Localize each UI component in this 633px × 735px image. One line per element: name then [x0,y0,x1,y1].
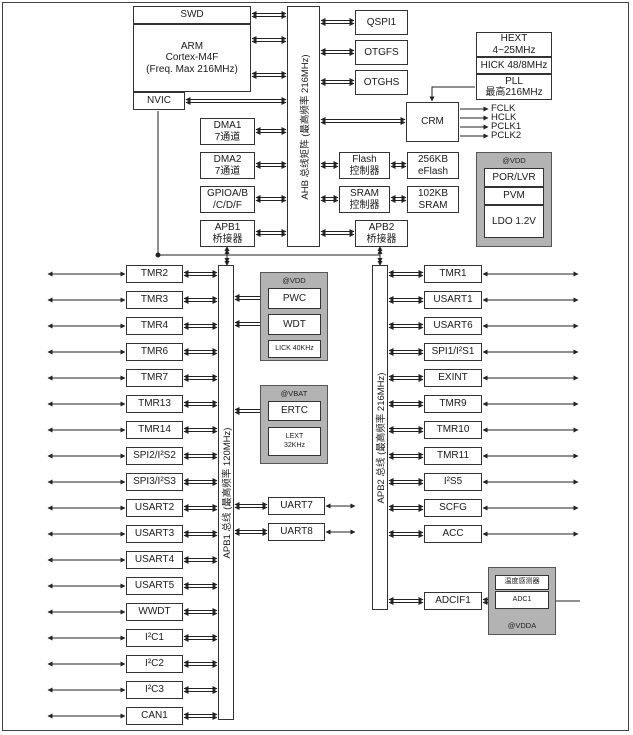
adc1-box: ADC1 [495,591,549,609]
apb1-peripheral-9: USART2 [126,499,183,517]
apb2-peripheral-9: SCFG [424,499,482,517]
clock-output-pclk1: PCLK1 [491,121,522,132]
apb1-peripheral-6: TMR14 [126,421,183,439]
apb1-peripheral-1: TMR3 [126,291,183,309]
apb2-peripheral-0: TMR1 [424,265,482,283]
apb1-peripheral-17: CAN1 [126,707,183,725]
apb1-peripheral-7: SPI2/I²S2 [126,447,183,465]
vdd-group-label: @VDD [502,156,526,165]
temp-sensor-box: 温度感测器 [495,575,549,590]
apb1-peripheral-13: WWDT [126,603,183,621]
apb1-peripheral-5: TMR13 [126,395,183,413]
apb1-bus: APB1 总线 (最高频率 120MHz) [218,265,234,720]
clock-output-fclk: FCLK [491,103,516,114]
uart7-box: UART7 [268,497,325,515]
apb1-peripheral-15: I²C2 [126,655,183,673]
apb1-vdd-label: @VDD [282,276,306,285]
apb2-peripheral-8: I²S5 [424,473,482,491]
apb1-peripheral-4: TMR7 [126,369,183,387]
sram-box: 102KB SRAM [407,186,459,213]
ahb-bus-matrix: AHB 总线矩阵 (最高频率 216MHz) [287,6,320,247]
apb2-peripheral-2: USART6 [424,317,482,335]
apb1-peripheral-3: TMR6 [126,343,183,361]
apb1-bridge-box: APB1 桥接器 [200,220,255,247]
pwc-box: PWC [268,288,321,309]
adcif1-box: ADCIF1 [424,592,482,610]
arm-core-box: ARM Cortex-M4F (Freq. Max 216MHz) [133,24,251,92]
clock-output-pclk2: PCLK2 [491,130,522,141]
apb2-peripheral-7: TMR11 [424,447,482,465]
otgfs-box: OTGFS [355,40,408,65]
apb1-peripheral-8: SPI3/I²S3 [126,473,183,491]
eflash-box: 256KB eFlash [407,152,459,179]
lick-box: LICK 40KHz [268,340,321,358]
pvm-box: PVM [484,187,544,205]
apb2-peripheral-6: TMR10 [424,421,482,439]
pll-crm-link [429,86,475,102]
apb1-peripheral-2: TMR4 [126,317,183,335]
apb2-peripheral-3: SPI1/I²S1 [424,343,482,361]
uart8-box: UART8 [268,523,325,541]
apb1-peripheral-14: I²C1 [126,629,183,647]
wdt-box: WDT [268,314,321,335]
ahb-bus-label: AHB 总线矩阵 (最高频率 216MHz) [299,53,311,200]
gpio-box: GPIOA/B /C/D/F [200,186,255,213]
lext-box: LEXT 32KHz [268,427,321,456]
flash-controller-box: Flash 控制器 [339,152,390,179]
apb2-peripheral-5: TMR9 [424,395,482,413]
otghs-box: OTGHS [355,70,408,95]
ldo-box: LDO 1.2V [484,205,544,238]
vbat-group-label: @VBAT [280,389,308,398]
ertc-box: ERTC [268,401,321,421]
qspi1-box: QSPI1 [355,10,408,35]
apb1-peripheral-10: USART3 [126,525,183,543]
apb2-bus-label: APB2 总线 (最高频率 216MHz) [376,372,387,503]
apb1-peripheral-16: I²C3 [126,681,183,699]
apb2-peripheral-10: ACC [424,525,482,543]
vdda-group-label: @VDDA [507,621,537,630]
hick-box: HICK 48/8MHz [476,57,552,74]
apb2-bus: APB2 总线 (最高频率 216MHz) [372,265,388,610]
apb1-bus-label: APB1 总线 (最高频率 120MHz) [222,427,233,558]
apb1-peripheral-12: USART5 [126,577,183,595]
dma1-box: DMA1 7通道 [200,118,255,145]
apb1-peripheral-11: USART4 [126,551,183,569]
dma2-box: DMA2 7通道 [200,152,255,179]
pll-box: PLL 最高216MHz [476,74,552,100]
apb2-peripheral-4: EXINT [424,369,482,387]
nvic-box: NVIC [133,92,185,110]
clock-output-hclk: HCLK [491,112,517,123]
apb1-peripheral-0: TMR2 [126,265,183,283]
crm-box: CRM [406,102,459,142]
sram-controller-box: SRAM 控制器 [339,186,390,213]
apb2-bridge-box: APB2 桥接器 [355,220,408,247]
apb2-peripheral-1: USART1 [424,291,482,309]
hext-box: HEXT 4~25MHz [476,32,552,57]
por-lvr-box: POR/LVR [484,168,544,187]
swd-box: SWD [133,6,251,24]
